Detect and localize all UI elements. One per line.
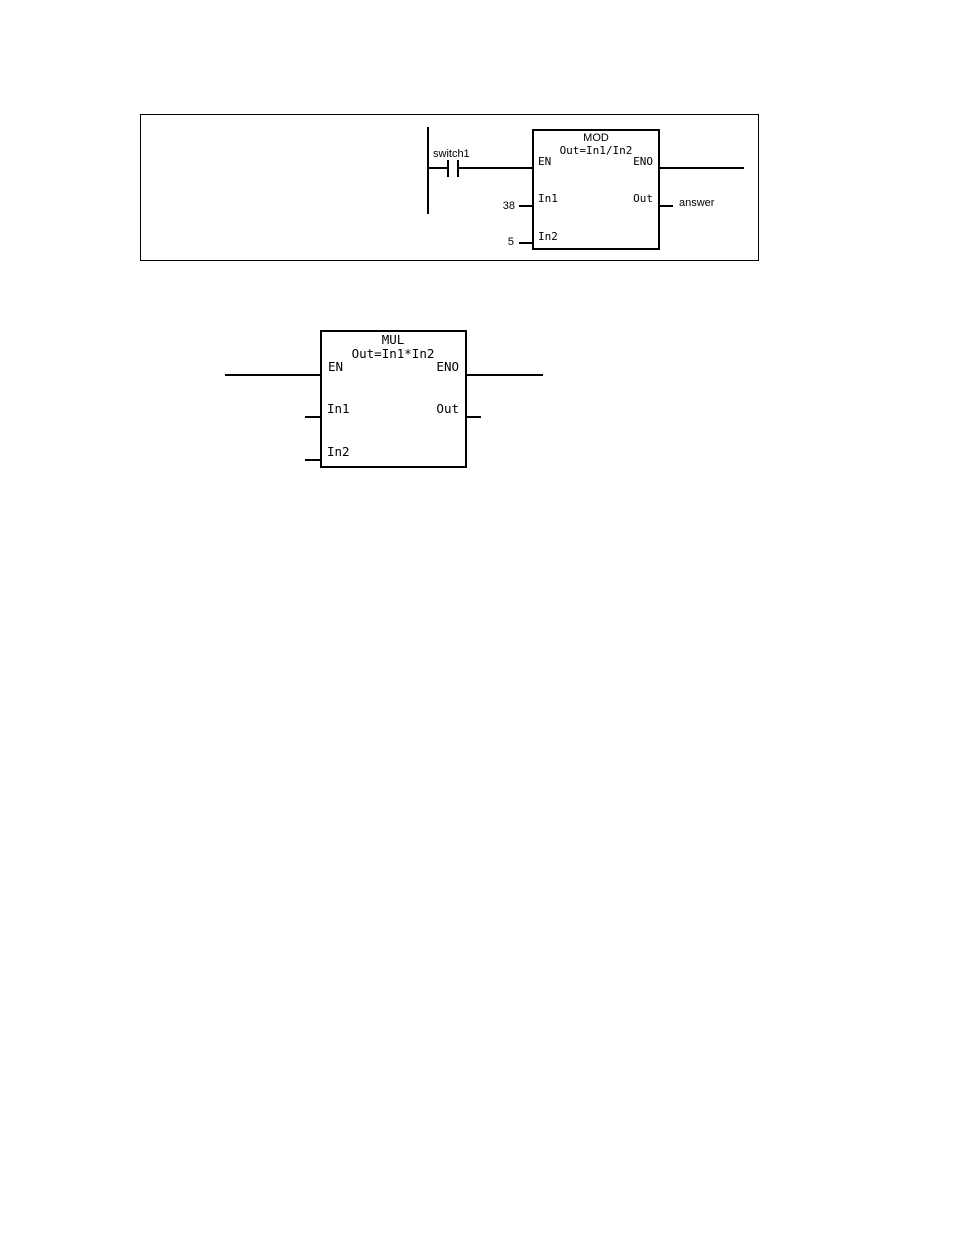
diagram-frame — [141, 115, 759, 261]
mul-en-pin-label: EN — [328, 359, 343, 374]
contact-switch1[interactable]: switch1 — [428, 148, 533, 177]
contact-label: switch1 — [433, 148, 470, 160]
mod-out-pin-label: Out — [633, 192, 653, 205]
mod-in2-value: 5 — [508, 236, 514, 248]
mod-function-block[interactable]: MOD Out=In1/In2 EN ENO In1 Out In2 — [533, 130, 659, 249]
mod-in2-pin-label: In2 — [538, 230, 558, 243]
mod-out-variable: answer — [679, 197, 715, 209]
mul-block-diagram: MUL Out=In1*In2 EN ENO In1 Out In2 — [225, 331, 543, 467]
mul-in1-pin-label: In1 — [327, 401, 350, 416]
mod-rung-diagram: switch1 MOD Out=In1/In2 EN ENO In1 Out I… — [141, 115, 759, 261]
mod-block-formula: Out=In1/In2 — [560, 144, 633, 157]
mod-eno-pin-label: ENO — [633, 155, 653, 168]
mul-function-block[interactable]: MUL Out=In1*In2 EN ENO In1 Out In2 — [321, 331, 466, 467]
mul-eno-pin-label: ENO — [436, 359, 459, 374]
mod-in1-pin-label: In1 — [538, 192, 558, 205]
mul-in2-pin-label: In2 — [327, 444, 350, 459]
mod-in1-value: 38 — [503, 200, 515, 212]
mod-block-name: MOD — [583, 132, 609, 144]
mul-block-formula: Out=In1*In2 — [352, 346, 435, 361]
mul-block-name: MUL — [382, 332, 405, 347]
mod-en-pin-label: EN — [538, 155, 551, 168]
mul-out-pin-label: Out — [436, 401, 459, 416]
